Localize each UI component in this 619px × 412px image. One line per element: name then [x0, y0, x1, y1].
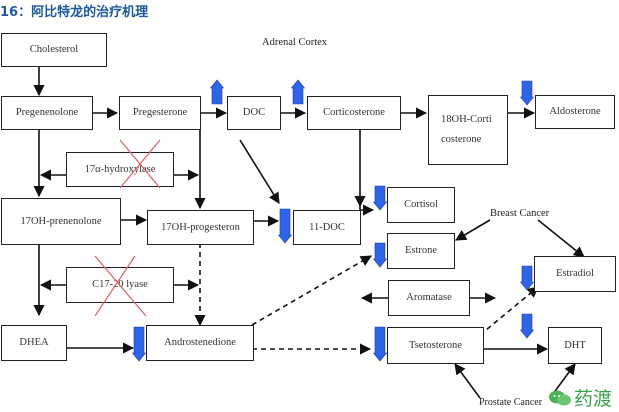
- indicator-up-doc-icon: [209, 79, 225, 105]
- enzyme-c17-20-lyase: C17-20 lyase: [66, 267, 174, 303]
- edge-breast-cancer-estradiol: [537, 219, 585, 258]
- edge-testosterone-estradiol: [479, 286, 539, 336]
- node-cortisol: Cortisol: [387, 187, 455, 223]
- watermark-text: 药渡: [574, 388, 613, 410]
- indicator-down-dht-icon: [519, 313, 535, 339]
- prostate-cancer-label: Prostate Cancer: [479, 397, 543, 408]
- node-estradiol: Estradiol: [534, 256, 616, 292]
- edge-corticosterone-cortisol: [359, 129, 375, 216]
- node-dht: DHT: [548, 327, 602, 364]
- watermark: 药渡: [548, 384, 612, 411]
- indicator-down-testosterone-icon: [372, 326, 388, 362]
- indicator-down-doc11-icon: [277, 208, 293, 244]
- indicator-down-androstenedione-icon: [131, 326, 147, 362]
- edge-prostate-cancer-testosterone: [454, 363, 481, 399]
- node-11-doc: 11-DOC: [293, 210, 361, 245]
- indicator-up-corticosterone-icon: [290, 79, 306, 105]
- node-estrone: Estrone: [387, 233, 455, 269]
- edge-androstenedione-estrone: [251, 255, 372, 326]
- indicator-down-estradiol-icon: [519, 265, 535, 291]
- node-progesterone: Pregesterone: [119, 96, 201, 130]
- breast-cancer-label: Breast Cancer: [490, 208, 550, 219]
- enzyme-aromatase: Aromatase: [388, 280, 470, 316]
- figure-title: 16：阿比特龙的治疗机理: [0, 5, 149, 20]
- node-17oh-progesterone: 17OH-progesteron: [147, 210, 254, 245]
- indicator-down-aldosterone-icon: [519, 80, 535, 106]
- node-dhea: DHEA: [1, 325, 67, 361]
- enzyme-17a-hydroxylase: 17α-hydroxylase: [66, 152, 174, 187]
- node-corticosterone: Corticosterone: [307, 96, 401, 130]
- indicator-down-estrone-icon: [372, 242, 388, 268]
- edge-doc-11doc: [239, 139, 280, 204]
- edge-breast-cancer-estrone: [455, 219, 491, 241]
- node-doc: DOC: [227, 96, 281, 130]
- node-cholesterol: Cholesterol: [1, 33, 107, 67]
- adrenal-cortex-label: Adrenal Cortex: [262, 37, 328, 48]
- node-pregnenolone: Pregenenolone: [1, 96, 93, 130]
- indicator-down-cortisol-icon: [372, 185, 388, 211]
- node-androstenedione: Androstenedione: [146, 325, 254, 361]
- node-testosterone: Tsetosterone: [387, 327, 484, 364]
- node-17oh-pregnenolone: 17OH-prenenolone: [1, 198, 121, 245]
- node-aldosterone: Aldosterone: [535, 95, 615, 129]
- wechat-icon: [549, 390, 571, 405]
